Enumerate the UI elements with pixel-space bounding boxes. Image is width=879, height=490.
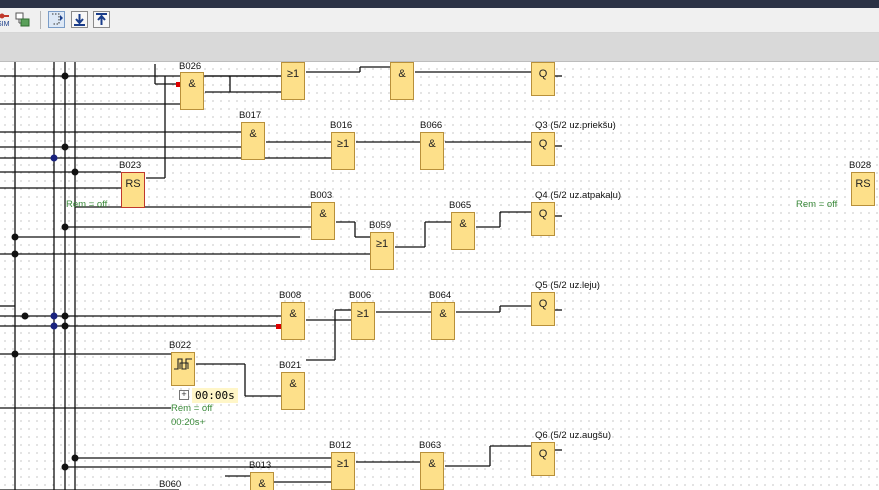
diagram-canvas[interactable]: B026 & ≥1 & Q B017 & B016 ≥1 B066 & Q3 (… (0, 62, 879, 490)
b065-and-block[interactable]: & (451, 212, 475, 250)
b013-name: B013 (249, 460, 272, 471)
q-output-top-symbol: Q (538, 68, 548, 80)
b022-param: 00:20s+ (171, 417, 206, 428)
selection-icon[interactable] (48, 11, 65, 28)
svg-text:SIM: SIM (0, 21, 10, 28)
pulse-icon (174, 358, 192, 370)
q6-symbol: Q (538, 448, 548, 460)
b022-timer-value: 00:00s (192, 388, 238, 403)
q3-symbol: Q (538, 138, 548, 150)
b023-symbol: RS (125, 178, 141, 190)
junction-dots (11, 72, 281, 471)
b021-symbol: & (289, 378, 297, 390)
b060-name: B060 (159, 479, 182, 490)
toolbar-panel (0, 33, 879, 62)
b017-and-block[interactable]: & (241, 122, 265, 160)
q6-label: Q6 (5/2 uz.augšu) (535, 430, 612, 441)
b022-timer-block[interactable] (171, 352, 195, 386)
or-block-top-symbol: ≥1 (286, 68, 300, 80)
b059-or-block[interactable]: ≥1 (370, 232, 394, 270)
b006-symbol: ≥1 (356, 308, 370, 320)
b066-and-block[interactable]: & (420, 132, 444, 170)
q4-symbol: Q (538, 208, 548, 220)
b003-name: B003 (310, 190, 333, 201)
b012-name: B012 (329, 440, 352, 451)
b028-rs-block[interactable]: RS (851, 172, 875, 206)
b013-and-block[interactable]: & (250, 472, 274, 490)
b063-symbol: & (428, 458, 436, 470)
b016-symbol: ≥1 (336, 138, 350, 150)
b026-name: B026 (179, 62, 202, 72)
b026-symbol: & (188, 78, 196, 90)
b059-name: B059 (369, 220, 392, 231)
b059-symbol: ≥1 (375, 238, 389, 250)
toolbar: SIM (0, 8, 879, 33)
b023-rs-block[interactable]: RS (121, 172, 145, 208)
b023-rem: Rem = off (66, 199, 108, 210)
b065-symbol: & (459, 218, 467, 230)
q4-label: Q4 (5/2 uz.atpakaļu) (535, 190, 622, 201)
q5-label: Q5 (5/2 uz.leju) (535, 280, 600, 291)
b003-and-block[interactable]: & (311, 202, 335, 240)
b028-symbol: RS (855, 178, 871, 190)
b017-symbol: & (249, 128, 257, 140)
expand-icon[interactable]: + (179, 390, 189, 400)
q3-label: Q3 (5/2 uz.priekšu) (535, 120, 616, 131)
q-output-top[interactable]: Q (531, 62, 555, 96)
b066-name: B066 (420, 120, 443, 131)
b022-rem: Rem = off (171, 403, 213, 414)
b064-name: B064 (429, 290, 452, 301)
b028-rem: Rem = off (796, 199, 838, 210)
b017-name: B017 (239, 110, 262, 121)
q6-output-block[interactable]: Q (531, 442, 555, 476)
b064-symbol: & (439, 308, 447, 320)
b066-symbol: & (428, 138, 436, 150)
b028-name: B028 (849, 160, 872, 171)
or-block-top[interactable]: ≥1 (281, 62, 305, 100)
b008-name: B008 (279, 290, 302, 301)
b003-symbol: & (319, 208, 327, 220)
b065-name: B065 (449, 200, 472, 211)
b021-and-block[interactable]: & (281, 372, 305, 410)
b022-name: B022 (169, 340, 192, 351)
connection-wires (0, 62, 562, 490)
and-block-top[interactable]: & (390, 62, 414, 100)
b008-and-block[interactable]: & (281, 302, 305, 340)
b023-name: B023 (119, 160, 142, 171)
q3-output-block[interactable]: Q (531, 132, 555, 166)
b012-symbol: ≥1 (336, 458, 350, 470)
q4-output-block[interactable]: Q (531, 202, 555, 236)
b026-and-block[interactable]: & (180, 72, 204, 110)
q5-output-block[interactable]: Q (531, 292, 555, 326)
toolbar-separator (40, 11, 41, 29)
network-icon[interactable] (14, 11, 31, 28)
b006-name: B006 (349, 290, 372, 301)
b063-and-block[interactable]: & (420, 452, 444, 490)
b008-symbol: & (289, 308, 297, 320)
and-block-top-symbol: & (398, 68, 406, 80)
b006-or-block[interactable]: ≥1 (351, 302, 375, 340)
b021-name: B021 (279, 360, 302, 371)
b013-symbol: & (258, 478, 266, 490)
window-title-bar (0, 0, 879, 8)
move-down-icon[interactable] (71, 11, 88, 28)
sim-icon[interactable]: SIM (0, 11, 13, 28)
b016-name: B016 (330, 120, 353, 131)
b016-or-block[interactable]: ≥1 (331, 132, 355, 170)
b064-and-block[interactable]: & (431, 302, 455, 340)
b063-name: B063 (419, 440, 442, 451)
move-up-icon[interactable] (93, 11, 110, 28)
q5-symbol: Q (538, 298, 548, 310)
b012-or-block[interactable]: ≥1 (331, 452, 355, 490)
